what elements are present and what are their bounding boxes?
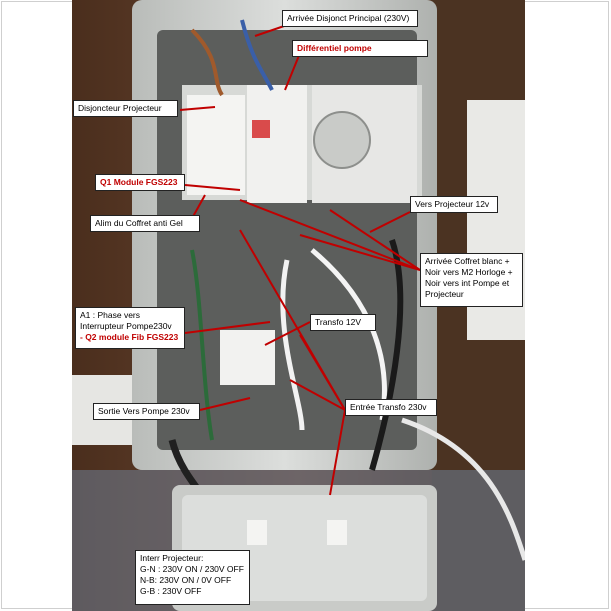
label-arrivee-coffret: Arrivée Coffret blanc + Noir vers M2 Hor… [420,253,523,307]
interr-line-1: G-N : 230V ON / 230V OFF [140,564,244,574]
label-vers-projecteur: Vers Projecteur 12v [410,196,498,213]
interr-title: Interr Projecteur: [140,553,204,563]
label-a1-phase: A1 : Phase vers Interrupteur Pompe230v -… [75,307,185,349]
label-alim-coffret: Alim du Coffret anti Gel [90,215,200,232]
label-q1-module: Q1 Module FGS223 [95,174,185,191]
a1-line-3: - Q2 module Fib FGS223 [80,332,179,342]
label-disjoncteur-projecteur: Disjoncteur Projecteur [73,100,178,117]
interr-line-3: G-B : 230V OFF [140,586,202,596]
interr-line-2: N-B: 230V ON / 0V OFF [140,575,232,585]
arrivee-coffret-line-4: Projecteur [425,289,464,299]
arrivee-coffret-line-1: Arrivée Coffret blanc + [425,256,510,266]
a1-line-1: A1 : Phase vers [80,310,141,320]
label-entree-transfo: Entrée Transfo 230v [345,399,437,416]
label-arrivee-disjoncteur-principal: Arrivée Disjonct Principal (230V) [282,10,418,27]
label-transfo-12v: Transfo 12V [310,314,376,331]
arrivee-coffret-line-2: Noir vers M2 Horloge + [425,267,513,277]
label-differentiel-pompe: Différentiel pompe [292,40,428,57]
label-sortie-pompe: Sortie Vers Pompe 230v [93,403,200,420]
label-interrupteur-projecteur: Interr Projecteur: G-N : 230V ON / 230V … [135,550,250,605]
arrivee-coffret-line-3: Noir vers int Pompe et [425,278,510,288]
a1-line-2: Interrupteur Pompe230v [80,321,172,331]
